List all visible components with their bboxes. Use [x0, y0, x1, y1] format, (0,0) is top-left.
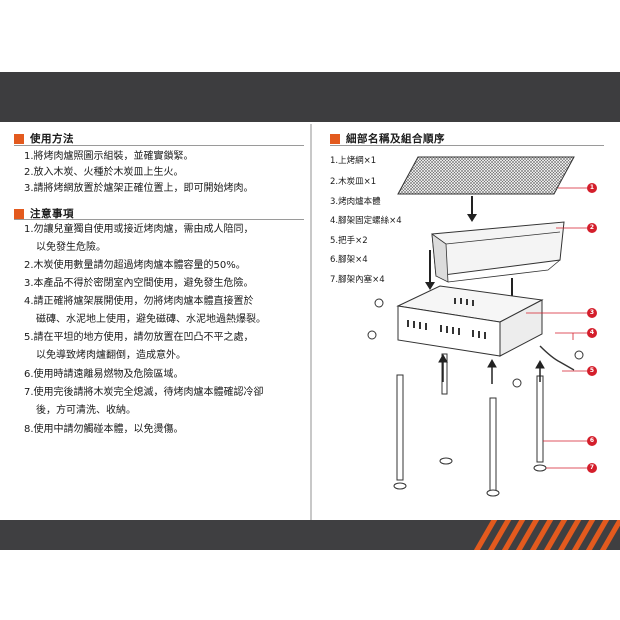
- callout-2: 2: [587, 223, 597, 233]
- callout-4: 4: [587, 328, 597, 338]
- notes-heading: 注意事項: [14, 206, 74, 221]
- arrow-down-icon: [467, 196, 477, 222]
- heading-marker-icon: [14, 133, 24, 144]
- instructions-panel: [0, 122, 310, 520]
- notes-heading-rule: [14, 219, 304, 220]
- notes-item-1-cont: 以免發生危險。: [36, 242, 106, 253]
- notes-item-1: 1.勿讓兒童獨自使用或接近烤肉爐，需由成人陪同，: [24, 224, 254, 235]
- notes-item-2: 2.木炭使用數量請勿超過烤肉爐本體容量的50%。: [24, 260, 246, 271]
- usage-title: 使用方法: [30, 133, 74, 145]
- usage-heading: 使用方法: [14, 131, 74, 146]
- parts-heading-rule: [330, 145, 604, 146]
- part-7: 7.腳架內塞×4: [330, 275, 385, 285]
- callout-6: 6: [587, 436, 597, 446]
- heading-marker-icon: [14, 208, 24, 219]
- heading-marker-icon: [330, 133, 340, 144]
- callout-1: 1: [587, 183, 597, 193]
- usage-item-3: 3.請將烤網放置於爐架正確位置上，即可開始烤肉。: [24, 183, 254, 194]
- notes-item-7: 7.使用完後請將木炭完全熄滅，待烤肉爐本體確認冷卻: [24, 387, 264, 398]
- top-banner: [0, 72, 620, 122]
- bottom-stripes: [470, 520, 620, 550]
- notes-item-3: 3.本產品不得於密閉室內空間使用，避免發生危險。: [24, 278, 254, 289]
- usage-heading-rule: [14, 145, 304, 146]
- notes-title: 注意事項: [30, 208, 74, 220]
- parts-heading: 細部名稱及組合順序: [330, 131, 445, 146]
- notes-item-5-cont: 以免導致烤肉爐翻倒，造成意外。: [36, 350, 186, 361]
- callout-7: 7: [587, 463, 597, 473]
- notes-item-4-cont: 磁磚、水泥地上使用，避免磁磚、水泥地過熱爆裂。: [36, 314, 266, 325]
- usage-item-2: 2.放入木炭、火種於木炭皿上生火。: [24, 167, 184, 178]
- notes-item-5: 5.請在平坦的地方使用，請勿放置在凹凸不平之處，: [24, 332, 254, 343]
- leg-caps-part: [393, 457, 590, 497]
- part-4: 4.腳架固定螺絲×4: [330, 216, 402, 226]
- grill-exploded-diagram: [367, 156, 590, 497]
- part-6: 6.腳架×4: [330, 255, 368, 265]
- charcoal-tray-part: [431, 221, 590, 283]
- panel-divider: [310, 124, 312, 520]
- notes-item-4: 4.請正確將爐架展開使用，勿將烤肉爐本體直接置於: [24, 296, 254, 307]
- part-2: 2.木炭皿×1: [330, 177, 377, 187]
- handle-part: [539, 345, 590, 372]
- grill-body-part: [396, 285, 590, 357]
- notes-item-8: 8.使用中請勿觸碰本體，以免燙傷。: [24, 424, 184, 435]
- arrow-down-icon: [425, 250, 435, 290]
- part-3: 3.烤肉爐本體: [330, 197, 381, 207]
- grill-mesh-part: [397, 156, 590, 195]
- notes-item-7-cont: 後，方可清洗、收納。: [36, 405, 136, 416]
- parts-title: 細部名稱及組合順序: [346, 133, 445, 145]
- part-5: 5.把手×2: [330, 236, 368, 246]
- leg-screws-part: [367, 298, 590, 388]
- callout-5: 5: [587, 366, 597, 376]
- usage-item-1: 1.將烤肉爐照圖示組裝，並確實鎖緊。: [24, 151, 194, 162]
- arrow-up-icon: [438, 353, 545, 384]
- part-1: 1.上烤網×1: [330, 156, 377, 166]
- notes-item-6: 6.使用時請遠離易燃物及危險區域。: [24, 369, 184, 380]
- callout-3: 3: [587, 308, 597, 318]
- grill-legs-part: [396, 353, 590, 494]
